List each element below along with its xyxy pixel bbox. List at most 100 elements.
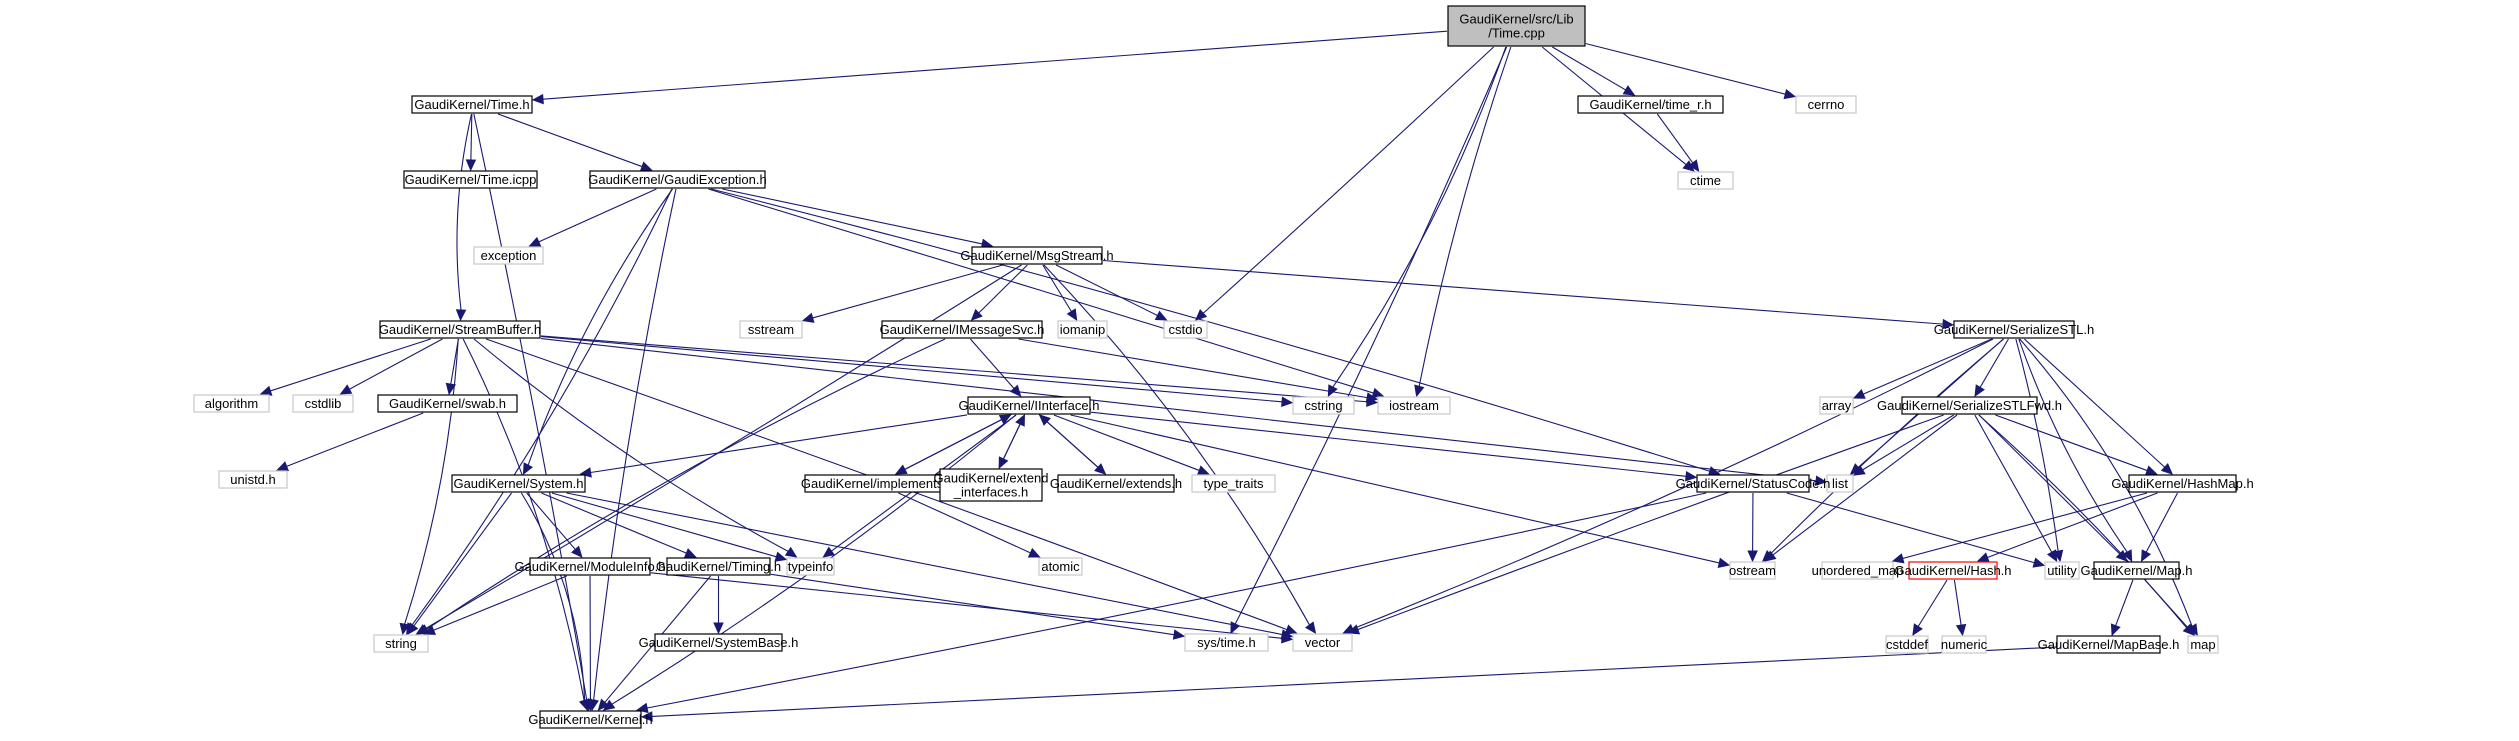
- edge-time_h-to-streambuf: [456, 113, 473, 311]
- node-box-hashmap[interactable]: [2128, 474, 2237, 493]
- node-box-map_h[interactable]: [2093, 561, 2180, 580]
- node-kernel[interactable]: GaudiKernel/Kernel.h: [528, 710, 653, 729]
- node-label-iostream: iostream: [1389, 398, 1439, 413]
- node-box-statuscode[interactable]: [1696, 474, 1810, 493]
- node-imsgsvc[interactable]: GaudiKernel/IMessageSvc.h: [880, 320, 1045, 339]
- arrowhead-system-to-moduleinfo: [570, 545, 583, 558]
- node-box-kernel[interactable]: [539, 710, 642, 729]
- node-box-hash[interactable]: [1908, 561, 1998, 580]
- node-label-mapbase: GaudiKernel/MapBase.h: [2038, 637, 2180, 652]
- arrowhead-statuscode-to-kernel: [636, 702, 649, 714]
- node-label-cerrno: cerrno: [1808, 97, 1845, 112]
- edge-streambuf-to-typeinfo: [473, 338, 789, 552]
- edge-gaudiexc-to-exception: [538, 188, 657, 243]
- edge-root-to-time_r_h: [1552, 46, 1626, 91]
- node-box-array: [1819, 396, 1854, 415]
- node-serstlfwd[interactable]: GaudiKernel/SerializeSTLFwd.h: [1877, 396, 2062, 415]
- node-box-moduleinfo[interactable]: [529, 557, 651, 576]
- node-statuscode[interactable]: GaudiKernel/StatusCode.h: [1676, 474, 1831, 493]
- edge-extend_if-to-iinterface: [998, 423, 1021, 469]
- node-label-moduleinfo: GaudiKernel/ModuleInfo.h: [514, 559, 665, 574]
- node-box-mapbase[interactable]: [2056, 635, 2161, 654]
- edge-msgstream-to-sstream: [812, 264, 1003, 319]
- node-box-root[interactable]: [1447, 5, 1586, 47]
- node-system[interactable]: GaudiKernel/System.h: [451, 474, 586, 493]
- node-root[interactable]: GaudiKernel/src/Lib/Time.cpp: [1447, 5, 1586, 47]
- node-box-imsgsvc[interactable]: [881, 320, 1043, 339]
- node-cstring: cstring: [1292, 396, 1355, 415]
- node-box-type_traits: [1191, 474, 1276, 493]
- node-label-systembase: GaudiKernel/SystemBase.h: [639, 635, 799, 650]
- node-box-swab[interactable]: [377, 394, 518, 413]
- node-hashmap[interactable]: GaudiKernel/HashMap.h: [2111, 474, 2254, 493]
- edge-gaudiexc-to-statuscode: [710, 188, 1710, 472]
- node-label-typeinfo: typeinfo: [788, 559, 834, 574]
- edge-root-to-cstdio: [1202, 46, 1494, 314]
- arrowhead-msgstream-to-serstl: [1942, 318, 1955, 330]
- edges-layer: [259, 30, 2198, 722]
- node-gaudiexc[interactable]: GaudiKernel/GaudiException.h: [588, 170, 767, 189]
- edge-iinterface-to-ostream: [1070, 414, 1720, 564]
- edge-gaudiexc-to-iostream: [708, 188, 1374, 394]
- node-label-cstddef: cstddef: [1886, 637, 1928, 652]
- node-box-serstlfwd[interactable]: [1901, 396, 2038, 415]
- node-box-gaudiexc[interactable]: [589, 170, 766, 189]
- edge-gaudiexc-to-msgstream: [722, 188, 983, 245]
- node-serstl[interactable]: GaudiKernel/SerializeSTL.h: [1934, 320, 2094, 339]
- arrowhead-moduleinfo-to-kernel: [585, 699, 596, 712]
- node-box-streambuf[interactable]: [379, 320, 541, 339]
- node-implements[interactable]: GaudiKernel/implements.h: [801, 474, 954, 493]
- node-box-msgstream[interactable]: [971, 246, 1103, 265]
- node-box-extend_if[interactable]: [939, 468, 1043, 502]
- node-vector: vector: [1292, 633, 1353, 652]
- node-iinterface[interactable]: GaudiKernel/IInterface.h: [959, 396, 1100, 415]
- node-box-iinterface[interactable]: [967, 396, 1091, 415]
- edge-msgstream-to-cstdio: [1055, 264, 1158, 317]
- node-label-root: GaudiKernel/src/Lib: [1459, 11, 1573, 26]
- node-box-serstl[interactable]: [1953, 320, 2075, 339]
- node-map_h[interactable]: GaudiKernel/Map.h: [2080, 561, 2193, 580]
- node-ostream: ostream: [1729, 561, 1776, 580]
- node-moduleinfo[interactable]: GaudiKernel/ModuleInfo.h: [514, 557, 666, 576]
- node-streambuf[interactable]: GaudiKernel/StreamBuffer.h: [379, 320, 541, 339]
- arrowhead-statuscode-to-utility: [2032, 557, 2046, 568]
- node-time_icpp[interactable]: GaudiKernel/Time.icpp: [403, 170, 538, 189]
- node-time_r_h[interactable]: GaudiKernel/time_r.h: [1577, 95, 1724, 114]
- node-mapbase[interactable]: GaudiKernel/MapBase.h: [2038, 635, 2180, 654]
- arrowhead-timing-to-kernel: [597, 698, 610, 711]
- arrowhead-moduleinfo-to-vector: [1281, 633, 1294, 644]
- arrowhead-gaudiexc-to-iostream: [1371, 387, 1385, 398]
- node-label-list: list: [1832, 476, 1848, 491]
- node-box-extends[interactable]: [1057, 474, 1175, 493]
- node-time_h[interactable]: GaudiKernel/Time.h: [411, 95, 533, 114]
- node-box-time_h[interactable]: [411, 95, 533, 114]
- node-box-ostream: [1729, 561, 1776, 580]
- node-box-timing[interactable]: [666, 557, 771, 576]
- node-systembase[interactable]: GaudiKernel/SystemBase.h: [639, 633, 799, 652]
- node-box-algorithm: [193, 394, 270, 413]
- arrowhead-streambuf-to-typeinfo: [784, 546, 798, 558]
- node-box-systime: [1184, 633, 1269, 652]
- node-label-system: GaudiKernel/System.h: [453, 476, 583, 491]
- node-label-imsgsvc: GaudiKernel/IMessageSvc.h: [880, 322, 1045, 337]
- arrowhead-root-to-time_h: [531, 93, 544, 105]
- node-label-vector: vector: [1305, 635, 1341, 650]
- node-box-string: [373, 634, 429, 653]
- node-box-time_r_h[interactable]: [1577, 95, 1724, 114]
- node-hash[interactable]: GaudiKernel/Hash.h: [1894, 561, 2012, 580]
- node-box-systembase[interactable]: [654, 633, 783, 652]
- nodes-layer: GaudiKernel/src/Lib/Time.cppGaudiKernel/…: [193, 5, 2254, 729]
- node-box-system[interactable]: [451, 474, 586, 493]
- node-swab[interactable]: GaudiKernel/swab.h: [377, 394, 518, 413]
- node-box-time_icpp[interactable]: [403, 170, 538, 189]
- edge-root-to-cstring: [1332, 46, 1507, 388]
- node-label-extend_if: _interfaces.h: [953, 484, 1028, 499]
- edge-streambuf-to-cstring: [540, 336, 1283, 403]
- edge-map_h-to-map: [2144, 579, 2189, 628]
- node-msgstream[interactable]: GaudiKernel/MsgStream.h: [960, 246, 1114, 265]
- node-extends[interactable]: GaudiKernel/extends.h: [1050, 474, 1182, 493]
- arrowhead-system-to-timing: [683, 548, 697, 558]
- node-timing[interactable]: GaudiKernel/Timing.h: [656, 557, 781, 576]
- node-extend_if[interactable]: GaudiKernel/extend_interfaces.h: [934, 468, 1049, 502]
- edge-serstl-to-serstlfwd: [1979, 338, 2009, 388]
